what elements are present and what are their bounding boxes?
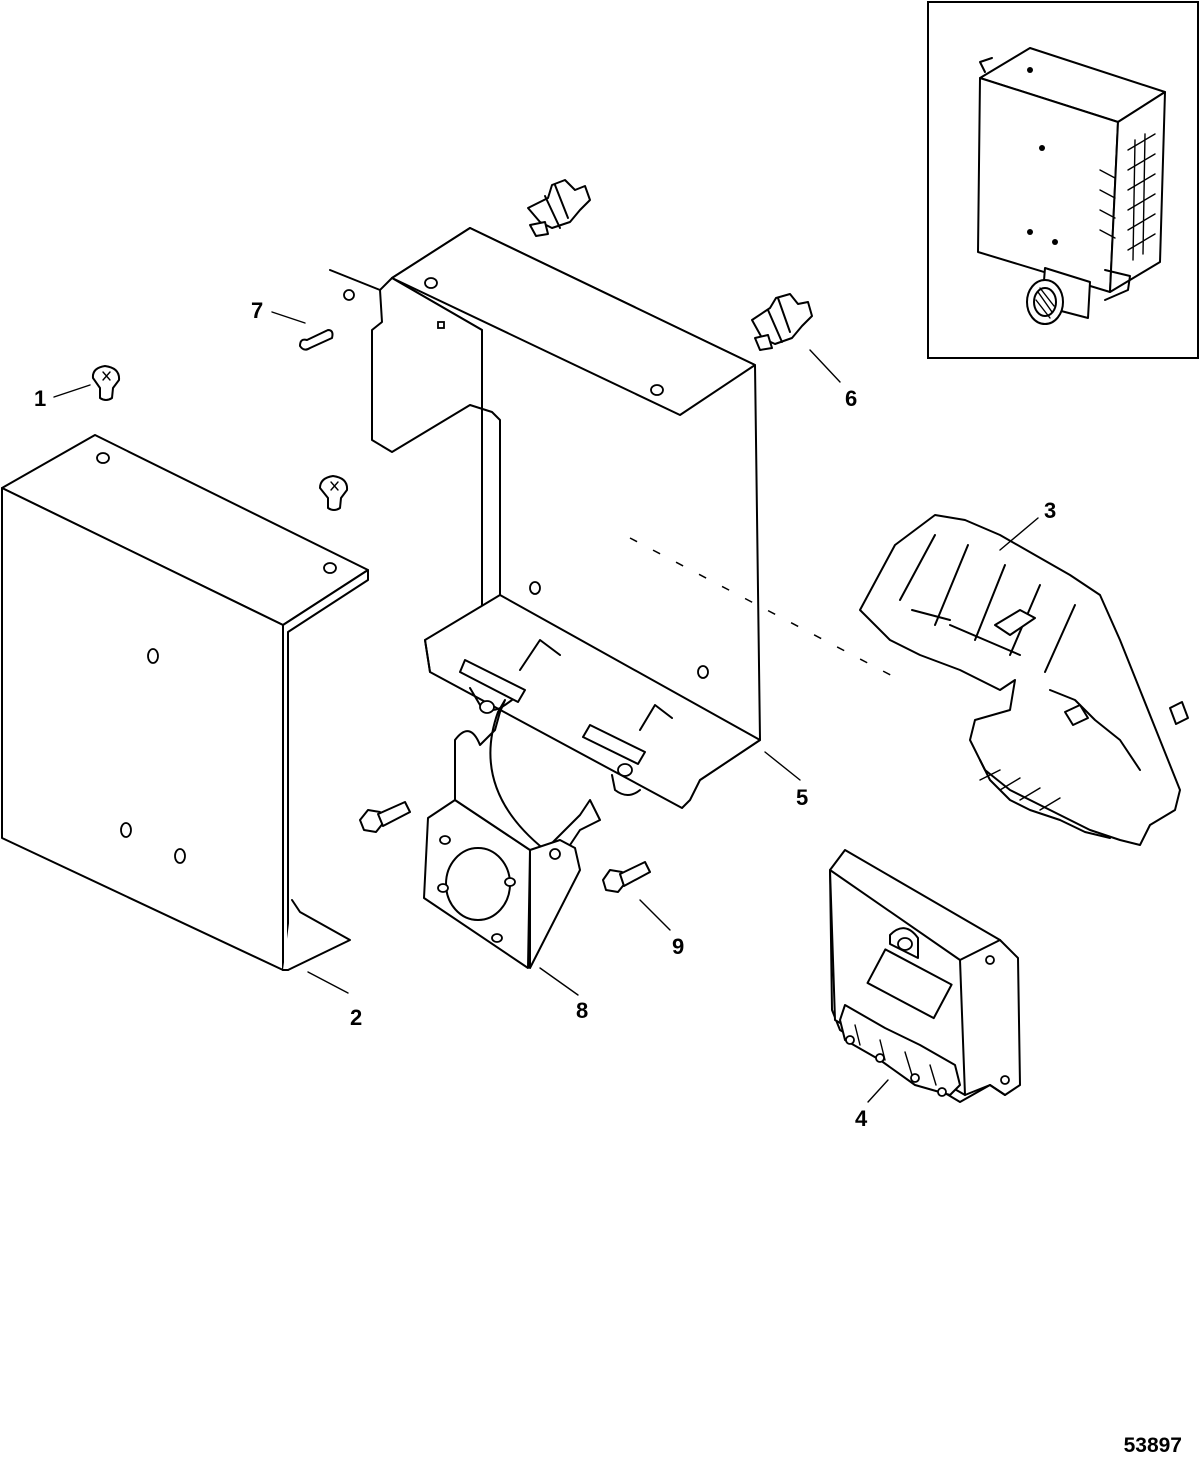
leader-7 — [271, 311, 306, 324]
part-2-cover — [1, 434, 369, 971]
leader-6 — [809, 349, 841, 383]
leader-5 — [764, 751, 801, 781]
part-4-ecm-module — [829, 849, 1021, 1103]
part-3-harness-holder — [859, 514, 1189, 846]
leader-2 — [307, 971, 349, 994]
leader-8 — [539, 967, 579, 996]
callout-8: 8 — [576, 998, 589, 1023]
part-7-pin — [299, 329, 334, 351]
part-8-connector-bracket — [423, 699, 601, 969]
part-1-screws — [91, 365, 349, 511]
leader-9 — [639, 899, 671, 931]
callout-7: 7 — [251, 298, 264, 323]
callout-3: 3 — [1044, 498, 1057, 523]
part-9-bolts — [359, 801, 651, 893]
callout-5: 5 — [796, 785, 809, 810]
callout-2: 2 — [350, 1005, 363, 1030]
callout-4: 4 — [855, 1106, 868, 1131]
leader-1 — [53, 384, 91, 398]
callout-6: 6 — [845, 386, 858, 411]
callout-9: 9 — [672, 934, 685, 959]
callout-1: 1 — [34, 386, 47, 411]
part-5-mounting-bracket — [329, 227, 761, 809]
figure-number: 53897 — [1123, 1434, 1182, 1457]
part-6-grommets — [527, 179, 813, 351]
leader-lines — [53, 311, 1039, 1103]
assembled-module-inset — [927, 1, 1199, 359]
leader-4 — [867, 1079, 889, 1103]
leader-3 — [999, 517, 1039, 551]
